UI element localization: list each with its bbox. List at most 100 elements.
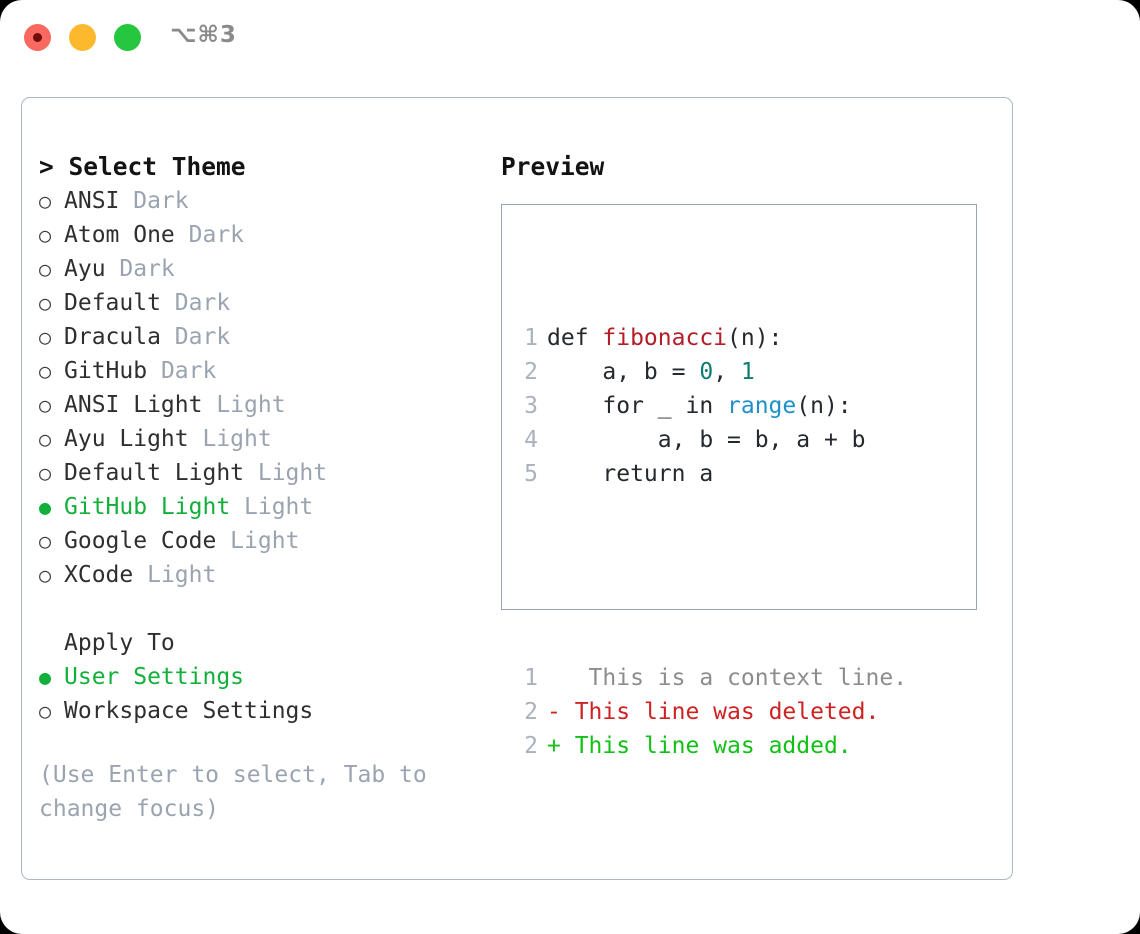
title-bar: ⌥⌘3 xyxy=(0,0,1140,78)
radio-unselected-icon[interactable]: ○ xyxy=(39,189,52,213)
radio-unselected-icon[interactable]: ○ xyxy=(39,393,52,417)
theme-option-label: ANSI xyxy=(64,188,120,214)
code-token-num: 1 xyxy=(740,359,755,385)
diff-marker: - xyxy=(547,699,561,725)
code-token-plain: (n): xyxy=(796,393,852,419)
apply-to-option-label: User Settings xyxy=(64,664,245,690)
code-token-plain: def xyxy=(547,325,603,351)
theme-option-row[interactable]: ○Ayu Light Light xyxy=(39,422,479,456)
diff-line-number: 1 xyxy=(524,665,538,691)
code-line-text: for _ in range(n): xyxy=(538,389,852,423)
keyboard-shortcut-label: ⌥⌘3 xyxy=(170,22,237,48)
theme-option-label: ANSI Light xyxy=(64,392,203,418)
code-token-plain: return a xyxy=(547,461,714,487)
diff-line-number: 2 xyxy=(524,699,538,725)
theme-option-row[interactable]: ○ Default Dark xyxy=(39,286,479,320)
theme-variant-tag: Light xyxy=(230,494,314,520)
theme-option-label: Default xyxy=(64,290,161,316)
diff-marker xyxy=(547,665,561,691)
select-theme-heading: > Select Theme xyxy=(39,152,246,181)
diff-line-number: 2 xyxy=(524,733,538,759)
traffic-lights xyxy=(24,24,141,51)
theme-option-row[interactable]: ○Google Code Light xyxy=(39,524,479,558)
code-line-number: 1 xyxy=(524,325,538,351)
radio-unselected-icon[interactable]: ○ xyxy=(39,257,52,281)
apply-to-heading-row: ○ Apply To xyxy=(39,626,479,660)
spacer xyxy=(39,592,479,626)
radio-unselected-icon[interactable]: ○ xyxy=(39,699,52,723)
theme-option-label: Default Light xyxy=(64,460,245,486)
theme-variant-tag: Light xyxy=(244,460,328,486)
theme-variant-tag: Light xyxy=(188,426,272,452)
code-token-call: range xyxy=(727,393,797,419)
theme-selector-column: > Select Theme ○ANSI Dark○Atom One Dark○… xyxy=(39,150,479,826)
theme-option-label: Dracula xyxy=(64,324,161,350)
diff-sample: 1 This is a context line. 2- This line wa… xyxy=(516,661,907,763)
code-token-num: 0 xyxy=(699,359,714,385)
radio-unselected-icon[interactable]: ○ xyxy=(39,325,52,349)
diff-line: 2+ This line was added. xyxy=(516,729,907,763)
radio-selected-icon[interactable]: ● xyxy=(39,665,52,689)
code-line: 5 return a xyxy=(516,457,907,491)
theme-variant-tag: Light xyxy=(216,528,300,554)
close-window-button[interactable] xyxy=(24,24,51,51)
theme-variant-tag: Dark xyxy=(160,324,231,350)
theme-option-label: Ayu xyxy=(64,256,106,282)
radio-unselected-icon[interactable]: ○ xyxy=(39,291,52,315)
theme-option-row[interactable]: ○XCode Light xyxy=(39,558,479,592)
radio-selected-icon[interactable]: ● xyxy=(39,495,52,519)
code-line: 3 for _ in range(n): xyxy=(516,389,907,423)
theme-option-row[interactable]: ● GitHub Light Light xyxy=(39,490,479,524)
apply-to-option-row[interactable]: ○ Workspace Settings xyxy=(39,694,479,728)
theme-variant-tag: Light xyxy=(202,392,286,418)
theme-option-row[interactable]: ○ GitHub Dark xyxy=(39,354,479,388)
radio-unselected-icon[interactable]: ○ xyxy=(39,359,52,383)
radio-unselected-icon[interactable]: ○ xyxy=(39,563,52,587)
content-panel: > Select Theme ○ANSI Dark○Atom One Dark○… xyxy=(21,97,1013,880)
diff-text: This is a context line. xyxy=(560,665,908,691)
theme-option-row[interactable]: ○ ANSI Dark xyxy=(39,184,479,218)
code-diff-separator xyxy=(516,559,907,593)
apply-to-list: ● User Settings ○ Workspace Settings xyxy=(39,660,479,728)
apply-to-heading-bullet-placeholder: ○ xyxy=(39,626,64,660)
apply-to-option-label: Workspace Settings xyxy=(64,698,314,724)
theme-option-label: GitHub Light xyxy=(64,494,231,520)
code-token-plain: a, b = xyxy=(547,359,700,385)
theme-option-label: GitHub xyxy=(64,358,148,384)
theme-option-row[interactable]: ○ Dracula Dark xyxy=(39,320,479,354)
radio-unselected-icon[interactable]: ○ xyxy=(39,427,52,451)
maximize-window-button[interactable] xyxy=(114,24,141,51)
preview-heading: Preview xyxy=(501,152,605,181)
code-line: 2 a, b = 0, 1 xyxy=(516,355,907,389)
code-token-fn: fibonacci xyxy=(602,325,728,351)
theme-variant-tag: Dark xyxy=(147,358,217,384)
code-line-number: 5 xyxy=(524,461,538,487)
minimize-window-button[interactable] xyxy=(69,24,96,51)
diff-line-text-del: - This line was deleted. xyxy=(538,695,879,729)
diff-line: 2- This line was deleted. xyxy=(516,695,907,729)
code-token-plain: a, b = b, a + b xyxy=(547,427,866,453)
theme-variant-tag: Dark xyxy=(119,188,189,214)
theme-variant-tag: Dark xyxy=(105,256,175,282)
code-line-text: a, b = 0, 1 xyxy=(538,355,755,389)
radio-unselected-icon[interactable]: ○ xyxy=(39,461,52,485)
code-line-number: 3 xyxy=(524,393,538,419)
keyboard-hint: (Use Enter to select, Tab to change focu… xyxy=(39,762,427,822)
theme-option-row[interactable]: ○ Ayu Dark xyxy=(39,252,479,286)
theme-option-row[interactable]: ○ Default Light Light xyxy=(39,456,479,490)
apply-to-option-row[interactable]: ● User Settings xyxy=(39,660,479,694)
theme-option-row[interactable]: ○ ANSI Light Light xyxy=(39,388,479,422)
theme-list: ○ANSI Dark○Atom One Dark○Ayu Dark○Defaul… xyxy=(39,184,479,592)
code-token-plain: , xyxy=(713,359,741,385)
theme-option-label: XCode xyxy=(64,562,134,588)
code-line-text: def fibonacci(n): xyxy=(538,321,782,355)
theme-variant-tag: Dark xyxy=(160,290,231,316)
code-token-plain: (n): xyxy=(727,325,783,351)
radio-unselected-icon[interactable]: ○ xyxy=(39,223,52,247)
radio-unselected-icon[interactable]: ○ xyxy=(39,529,52,553)
theme-option-row[interactable]: ○Atom One Dark xyxy=(39,218,479,252)
